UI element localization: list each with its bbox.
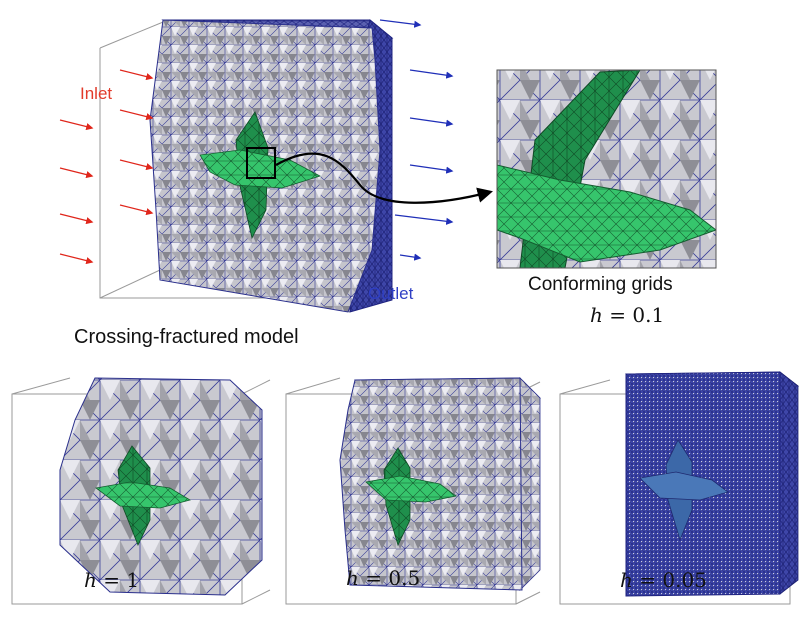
h-label-panel-3: h = 0.05 <box>620 568 707 592</box>
zoom-fracture-horizontal <box>497 164 716 263</box>
panel-h05 <box>285 377 541 605</box>
h-symbol: h <box>590 303 603 327</box>
panel-h05-fracture-horizontal <box>365 475 457 503</box>
panel-h005-side <box>779 371 799 595</box>
zoom-caption: Conforming grids <box>528 274 673 295</box>
h-symbol: h <box>84 568 97 592</box>
h-symbol: h <box>346 566 359 590</box>
equals-sign: = <box>365 566 383 590</box>
equals-sign: = <box>609 303 627 327</box>
outlet-arrows <box>379 19 454 261</box>
inlet-label: Inlet <box>80 84 113 103</box>
main-model <box>59 19 493 313</box>
zoom-inset <box>496 69 717 269</box>
zoom-connector-arrow <box>275 152 493 204</box>
main-caption: Crossing-fractured model <box>74 326 299 348</box>
h-value-main: 0.1 <box>632 303 665 327</box>
h-label-panel-1: h = 1 <box>84 568 139 592</box>
h-symbol: h <box>620 568 633 592</box>
h-value-panel-1: 1 <box>126 568 140 592</box>
zoom-region-marker <box>246 147 276 179</box>
panel-h1 <box>11 377 271 605</box>
h-value-panel-2: 0.5 <box>388 566 421 590</box>
equals-sign: = <box>639 568 657 592</box>
main-fracture-horizontal <box>199 149 322 189</box>
inlet-arrows <box>59 69 154 265</box>
h-value-panel-3: 0.05 <box>662 568 707 592</box>
outlet-label: Outlet <box>368 284 414 303</box>
panel-h005-fracture-horizontal <box>639 471 729 501</box>
panel-h05-side <box>519 377 541 591</box>
equals-sign: = <box>103 568 121 592</box>
h-label-main: h = 0.1 <box>590 303 664 327</box>
panel-h1-fracture-horizontal <box>95 481 192 509</box>
h-label-panel-2: h = 0.5 <box>346 566 420 590</box>
panel-h005 <box>559 371 800 605</box>
